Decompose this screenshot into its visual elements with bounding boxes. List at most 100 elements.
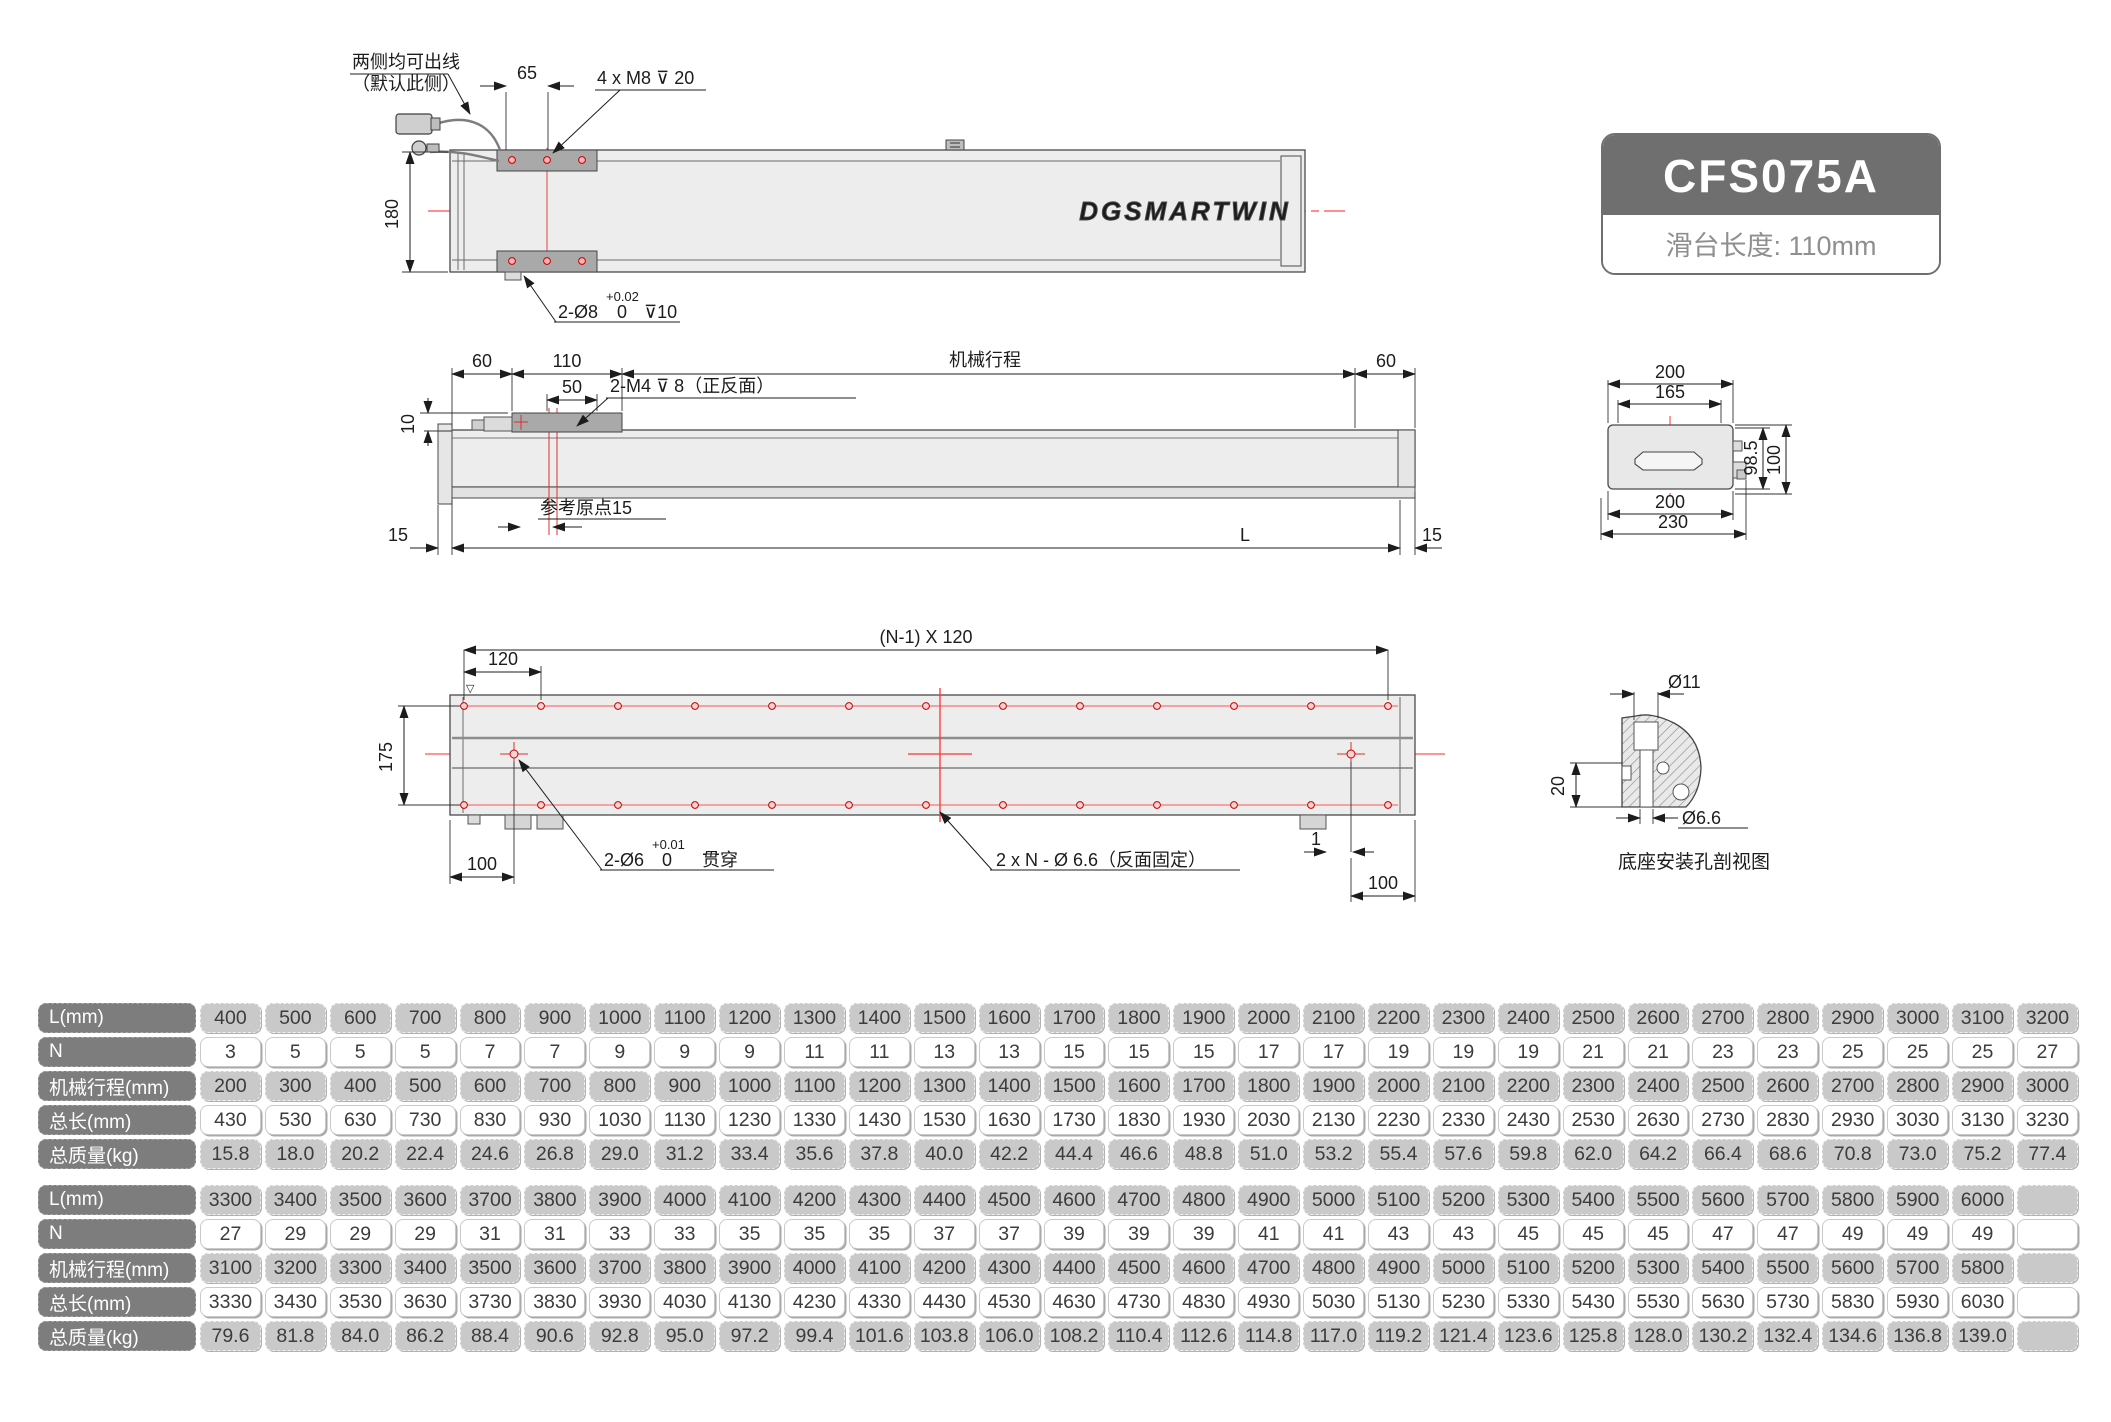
table-cell: 68.6 — [1757, 1139, 1819, 1169]
table-cell: 117.0 — [1303, 1321, 1365, 1351]
slide-length-label: 滑台长度: 110mm — [1603, 215, 1939, 273]
table-cell: 37 — [913, 1219, 975, 1249]
table-cell — [2016, 1253, 2078, 1283]
table-cell: 18.0 — [264, 1139, 326, 1169]
row-label: 总长(mm) — [38, 1105, 196, 1135]
dim-15-right: 15 — [1422, 525, 1442, 545]
table-cell: 62.0 — [1562, 1139, 1624, 1169]
locating-pins — [500, 742, 1365, 766]
mount-note: 2 x N - Ø 6.6（反面固定） — [996, 850, 1206, 870]
table-cell: 3100 — [1952, 1003, 2013, 1033]
table-cell: 13 — [978, 1037, 1040, 1067]
table-cell: 35 — [848, 1219, 910, 1249]
table-cell: 4300 — [848, 1185, 910, 1215]
table-cell: 49 — [1952, 1219, 2013, 1249]
table-cell: 3000 — [1887, 1003, 1949, 1033]
table-cell: 4300 — [978, 1253, 1040, 1283]
table-cell: 4430 — [913, 1287, 975, 1317]
table-cell: 90.6 — [524, 1321, 586, 1351]
table-cell: 81.8 — [264, 1321, 326, 1351]
sensor-block — [945, 139, 965, 151]
table-cell: 70.8 — [1822, 1139, 1884, 1169]
table-cell: 9 — [719, 1037, 781, 1067]
hole-detail-view: Ø11 20 Ø6.6 底座安装孔剖视图 — [1548, 672, 1770, 873]
dim-175: 175 — [376, 742, 396, 772]
dim-1: 1 — [1311, 829, 1321, 849]
table-cell: 3400 — [394, 1253, 456, 1283]
table-cell: 26.8 — [524, 1139, 586, 1169]
table-cell: 88.4 — [459, 1321, 521, 1351]
table-cell: 42.2 — [978, 1139, 1040, 1169]
table-cell: 4400 — [913, 1185, 975, 1215]
table-cell: 1330 — [784, 1105, 845, 1135]
table-cell: 84.0 — [329, 1321, 391, 1351]
table-cell: 1130 — [654, 1105, 716, 1135]
table-cell: 2430 — [1497, 1105, 1559, 1135]
table-cell: 5600 — [1692, 1185, 1754, 1215]
table-cell: 33 — [589, 1219, 651, 1249]
table-cell: 99.4 — [784, 1321, 845, 1351]
table-cell: 4700 — [1108, 1185, 1170, 1215]
table-cell: 1100 — [654, 1003, 716, 1033]
table-cell: 9 — [589, 1037, 651, 1067]
table-cell: 2700 — [1822, 1071, 1884, 1101]
table-cell: 3 — [200, 1037, 261, 1067]
dim-10: 10 — [398, 414, 418, 434]
dim-50: 50 — [562, 377, 582, 397]
row-label: 机械行程(mm) — [38, 1253, 196, 1283]
table-cell: 700 — [524, 1071, 586, 1101]
technical-drawing: DGSMARTWIN 两侧均可出线 （默认此侧） 65 — [350, 52, 1792, 902]
table-cell: 45 — [1562, 1219, 1624, 1249]
table-cell: 5330 — [1497, 1287, 1559, 1317]
table-cell: 3730 — [459, 1287, 521, 1317]
product-badge: CFS075A 滑台长度: 110mm — [1601, 133, 1941, 275]
table-cell: 1100 — [784, 1071, 845, 1101]
table-cell: 33.4 — [719, 1139, 781, 1169]
table-cell: 5630 — [1692, 1287, 1754, 1317]
table-cell: 21 — [1562, 1037, 1624, 1067]
table-cell: 4630 — [1043, 1287, 1105, 1317]
table-cell: 21 — [1627, 1037, 1689, 1067]
table-cell: 4830 — [1173, 1287, 1235, 1317]
table-cell: 2200 — [1497, 1071, 1559, 1101]
row-label: N — [38, 1037, 196, 1067]
table-cell: 1700 — [1043, 1003, 1105, 1033]
table-cell: 900 — [654, 1071, 716, 1101]
table-cell: 1730 — [1043, 1105, 1105, 1135]
table-cell: 1900 — [1303, 1071, 1365, 1101]
dim-180: 180 — [382, 199, 402, 229]
table-cell: 39 — [1043, 1219, 1105, 1249]
end-view: 200 165 98.5 100 200 230 — [1600, 362, 1792, 540]
dim-100-right: 100 — [1368, 873, 1398, 893]
table-cell: 2000 — [1368, 1071, 1429, 1101]
table-cell: 2300 — [1562, 1071, 1624, 1101]
table-cell: 4730 — [1108, 1287, 1170, 1317]
table-cell: 4330 — [848, 1287, 910, 1317]
table-cell — [2016, 1219, 2078, 1249]
dim-100-end: 100 — [1764, 445, 1784, 475]
stroke-label: 机械行程 — [949, 350, 1021, 370]
table-cell: 5930 — [1887, 1287, 1949, 1317]
table-cell: 29.0 — [589, 1139, 651, 1169]
table-cell: 2700 — [1692, 1003, 1754, 1033]
table-cell: 29 — [394, 1219, 456, 1249]
table-cell: 27 — [200, 1219, 261, 1249]
table-cell: 79.6 — [200, 1321, 261, 1351]
table-cell: 1700 — [1173, 1071, 1235, 1101]
table-cell: 37.8 — [848, 1139, 910, 1169]
table-cell: 1430 — [848, 1105, 910, 1135]
table-cell: 3500 — [459, 1253, 521, 1283]
table-cell: 4130 — [719, 1287, 781, 1317]
table-cell: 4900 — [1238, 1185, 1300, 1215]
row-label: 总长(mm) — [38, 1287, 196, 1317]
table-cell: 45 — [1627, 1219, 1689, 1249]
table-cell: 3700 — [589, 1253, 651, 1283]
table-cell: 31 — [459, 1219, 521, 1249]
table-cell: 110.4 — [1108, 1321, 1170, 1351]
table-cell: 19 — [1432, 1037, 1494, 1067]
